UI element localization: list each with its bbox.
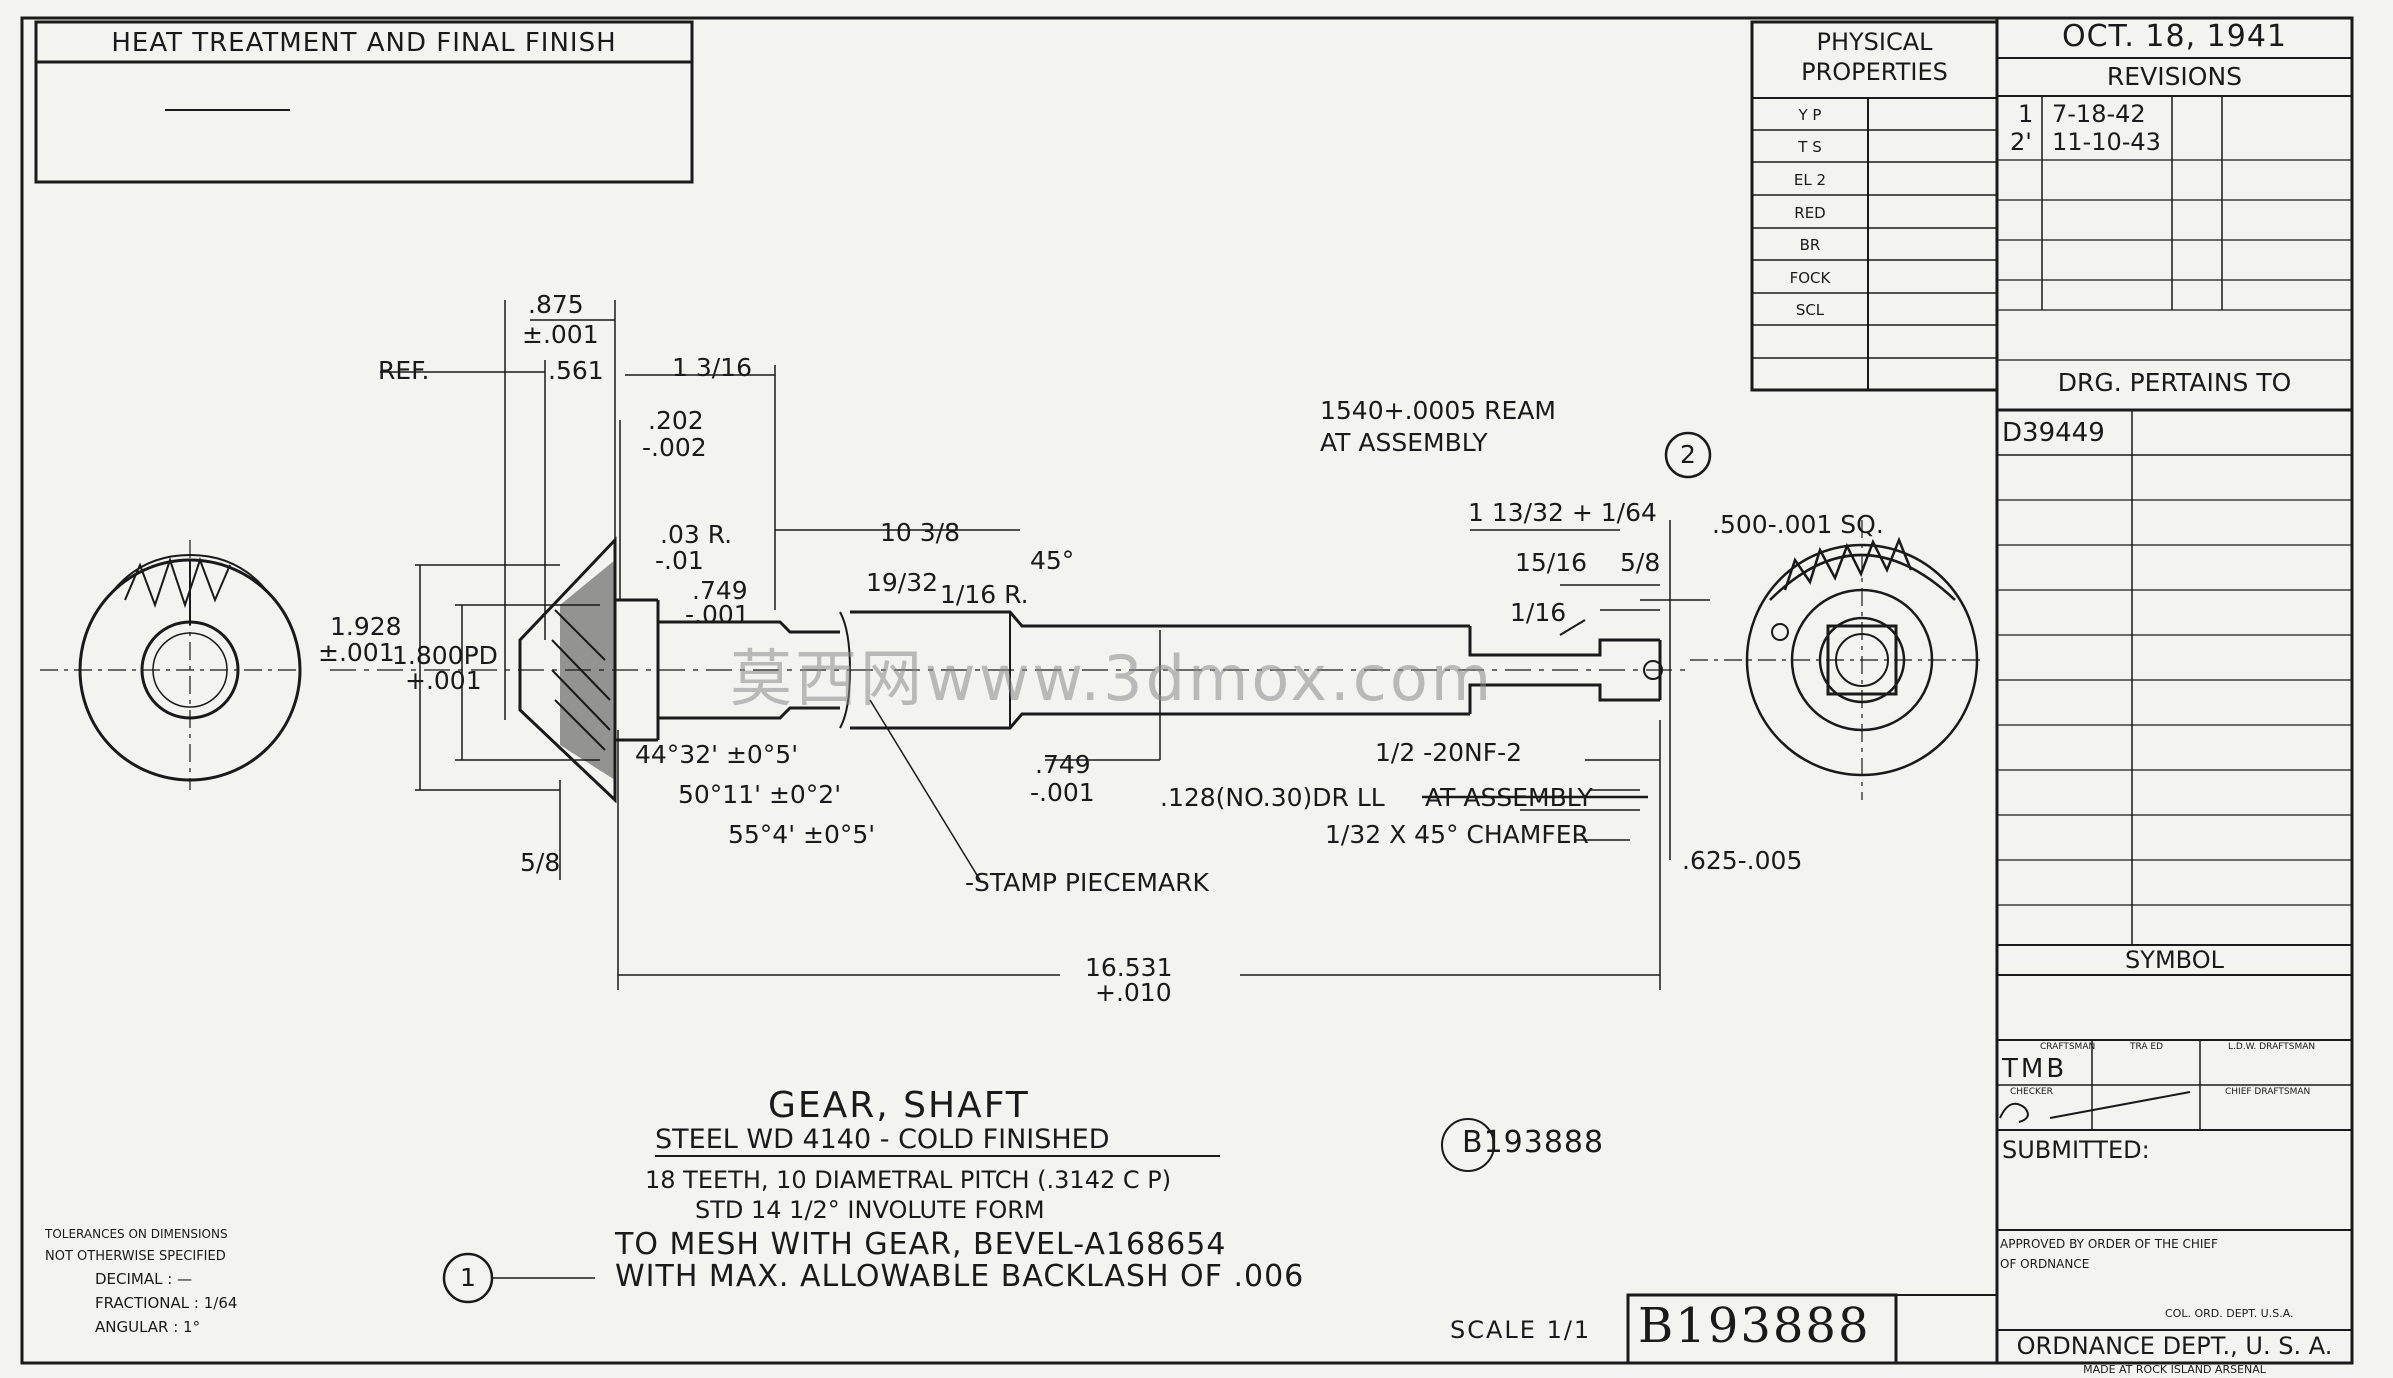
dim-1-3-16: 1 3/16 — [672, 353, 752, 382]
heat-treatment-title: HEAT TREATMENT AND FINAL FINISH — [111, 28, 617, 58]
tolerance-angular: ANGULAR : 1° — [95, 1318, 201, 1336]
dim-1928-tol: ±.001 — [318, 638, 395, 667]
dim-10-3-8: 10 3/8 — [880, 518, 960, 547]
craftsman-label: CRAFTSMAN — [2040, 1042, 2096, 1052]
approved-line-1: APPROVED BY ORDER OF THE CHIEF — [2000, 1237, 2218, 1251]
dim-45: 45° — [1030, 546, 1075, 575]
dim-03r: .03 R. — [660, 520, 733, 549]
prop-row-ts: T S — [1798, 138, 1822, 156]
dim-1-13-32: 1 13/32 + 1/64 — [1468, 498, 1657, 527]
circled-marker-2: 2 — [1680, 440, 1696, 469]
dim-16531-tol: +.010 — [1095, 978, 1172, 1007]
symbol-label: SYMBOL — [2125, 946, 2224, 974]
dim-1-16r: 1/16 R. — [940, 580, 1029, 609]
tolerance-fractional: FRACTIONAL : 1/64 — [95, 1294, 238, 1312]
tolerances-line-1: TOLERANCES ON DIMENSIONS — [45, 1227, 228, 1241]
dim-561: .561 — [548, 356, 604, 385]
dim-ref: REF. — [378, 356, 430, 385]
dim-202: .202 — [648, 406, 704, 435]
drill-note: .128(NO.30)DR LL — [1160, 783, 1385, 812]
circled-marker-1: 1 — [460, 1263, 476, 1292]
colonel-line: COL. ORD. DEPT. U.S.A. — [2165, 1307, 2294, 1320]
spec-line-3: TO MESH WITH GEAR, BEVEL-A168654 — [615, 1227, 1227, 1262]
ream-note-2: AT ASSEMBLY — [1320, 428, 1488, 457]
dim-15-16: 15/16 — [1515, 548, 1588, 577]
dim-1800pd-tol: +.001 — [405, 666, 482, 695]
ordnance-dept: ORDNANCE DEPT., U. S. A. — [2016, 1332, 2333, 1360]
part-name: GEAR, SHAFT — [768, 1085, 1030, 1126]
pertains-value: D39449 — [2002, 418, 2105, 448]
tracer-label: TRA ED — [2130, 1042, 2164, 1052]
prop-row-br: BR — [1799, 236, 1821, 254]
dim-1-16-b: 1/16 — [1510, 598, 1567, 627]
spec-line-2: STD 14 1/2° INVOLUTE FORM — [695, 1196, 1045, 1224]
tolerance-decimal: DECIMAL : — — [95, 1270, 193, 1288]
revision-date: OCT. 18, 1941 — [2062, 19, 2287, 54]
ref-number: B193888 — [1462, 1125, 1605, 1160]
dim-875-tol: ±.001 — [522, 320, 599, 349]
chamfer-note: 1/32 X 45° CHAMFER — [1325, 820, 1589, 849]
dim-749-a-tol: -.001 — [685, 600, 750, 629]
tolerances-line-2: NOT OTHERWISE SPECIFIED — [45, 1249, 226, 1264]
angle-2: 50°11' ±0°2' — [678, 780, 842, 809]
dim-625: .625-.005 — [1682, 846, 1803, 875]
stamp-piecemark: -STAMP PIECEMARK — [965, 868, 1209, 897]
spec-line-4: WITH MAX. ALLOWABLE BACKLASH OF .006 — [615, 1259, 1305, 1294]
prop-row-fock: FOCK — [1789, 269, 1831, 287]
watermark: 莫西网www.3dmox.com — [730, 642, 1495, 715]
dim-5-8: 5/8 — [520, 848, 561, 877]
dim-749-a: .749 — [692, 576, 748, 605]
scale-label: SCALE 1/1 — [1450, 1316, 1592, 1344]
prop-row-yp: Y P — [1798, 106, 1822, 124]
spec-line-1: 18 TEETH, 10 DIAMETRAL PITCH (.3142 C P) — [645, 1166, 1172, 1194]
dim-5-8-b: 5/8 — [1620, 548, 1661, 577]
prop-row-scl: SCL — [1795, 301, 1825, 319]
drill-note-struck: AT ASSEMBLY — [1425, 783, 1593, 812]
material-spec: STEEL WD 4140 - COLD FINISHED — [655, 1124, 1110, 1155]
dim-749-b-tol: -.001 — [1030, 778, 1095, 807]
prop-row-red: RED — [1794, 204, 1826, 222]
dim-875: .875 — [528, 290, 584, 319]
dim-1800pd: 1.800PD — [392, 641, 498, 670]
pertains-title: DRG. PERTAINS TO — [2057, 368, 2292, 397]
approved-line-2: OF ORDNANCE — [2000, 1257, 2090, 1271]
angle-3: 55°4' ±0°5' — [728, 820, 876, 849]
dim-749-b: .749 — [1035, 750, 1091, 779]
revision-1-date: 7-18-42 — [2052, 100, 2146, 128]
revision-2-date: 11-10-43 — [2052, 128, 2161, 156]
submitted-label: SUBMITTED: — [2002, 1136, 2150, 1164]
drawing-number: B193888 — [1638, 1298, 1871, 1354]
revisions-title: REVISIONS — [2106, 62, 2243, 91]
ldw-draftsman-label: L.D.W. DRAFTSMAN — [2228, 1042, 2316, 1052]
dim-16531: 16.531 — [1085, 953, 1173, 982]
dim-19-32: 19/32 — [866, 568, 939, 597]
prop-row-el: EL 2 — [1793, 171, 1827, 189]
dim-1928: 1.928 — [330, 612, 402, 641]
physical-properties-title-2: PROPERTIES — [1801, 58, 1948, 86]
physical-properties-title-1: PHYSICAL — [1816, 28, 1933, 56]
revision-1-no: 1 — [2018, 100, 2034, 128]
ream-note-1: 1540+.0005 REAM — [1320, 396, 1556, 425]
dim-202-tol: -.002 — [642, 433, 707, 462]
angle-1: 44°32' ±0°5' — [635, 740, 799, 769]
checker-label: CHECKER — [2010, 1087, 2053, 1097]
dim-03r-tol: -.01 — [655, 546, 704, 575]
dim-500-sq: .500-.001 SQ. — [1712, 510, 1884, 539]
made-at: MADE AT ROCK ISLAND ARSENAL — [2083, 1363, 2266, 1376]
tmb-initials: TMB — [2002, 1054, 2068, 1084]
thread-spec: 1/2 -20NF-2 — [1375, 738, 1523, 767]
revision-2-no: 2' — [2010, 128, 2032, 156]
chief-draftsman-label: CHIEF DRAFTSMAN — [2225, 1087, 2311, 1097]
